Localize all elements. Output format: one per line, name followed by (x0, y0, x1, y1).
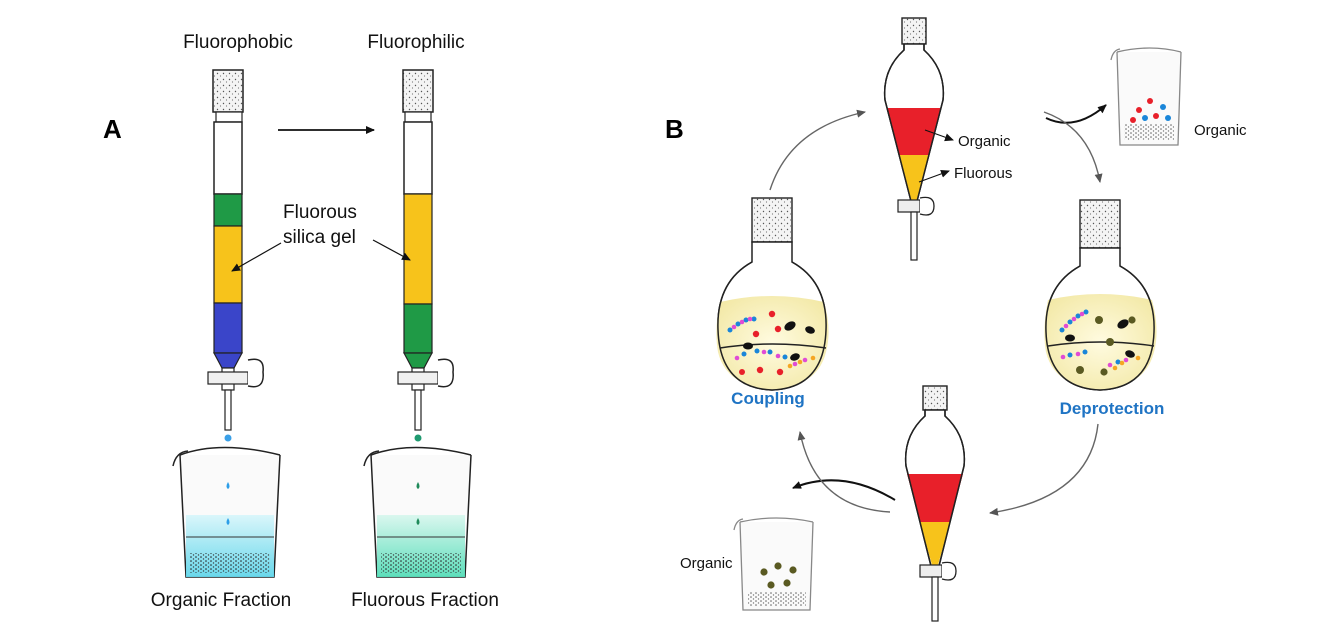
arrow-to-fluorous-layer (918, 169, 950, 183)
beaker-icon (363, 446, 472, 578)
separatory-funnel-icon (883, 17, 945, 261)
arrow-to-bottom-beaker (792, 479, 896, 501)
beaker-icon (733, 517, 814, 611)
beaker-bottom-label: Organic (680, 555, 733, 572)
beaker-icon (172, 446, 281, 578)
separatory-funnel-icon (904, 385, 966, 622)
round-flask-icon (716, 197, 829, 391)
fluorophobic-title: Fluorophobic (183, 32, 293, 53)
fluorous-label: Fluorous (283, 202, 357, 223)
arrow-to-gel-1 (231, 242, 282, 272)
cycle-arrow-icon (769, 109, 1103, 516)
silica-gel-label: silica gel (283, 227, 356, 248)
panel-a-letter: A (103, 114, 122, 144)
organic-fraction-label: Organic Fraction (151, 590, 291, 611)
chromatography-column-icon (207, 69, 264, 442)
deprotection-label: Deprotection (1060, 399, 1165, 418)
arrow-to-gel-2 (372, 239, 411, 261)
panel-b-letter: B (665, 114, 684, 144)
fluorophilic-title: Fluorophilic (367, 32, 464, 53)
fluorous-fraction-label: Fluorous Fraction (351, 590, 499, 611)
chromatography-column-icon (397, 69, 454, 442)
beaker-top-label: Organic (1194, 122, 1247, 139)
arrow-to-top-beaker (1045, 104, 1107, 124)
arrow-to-organic-layer (924, 129, 954, 142)
funnel-fluorous-label: Fluorous (954, 165, 1012, 182)
beaker-icon (1110, 47, 1182, 146)
round-flask-icon (1044, 199, 1157, 391)
funnel-organic-label: Organic (958, 133, 1011, 150)
coupling-label: Coupling (731, 389, 805, 408)
